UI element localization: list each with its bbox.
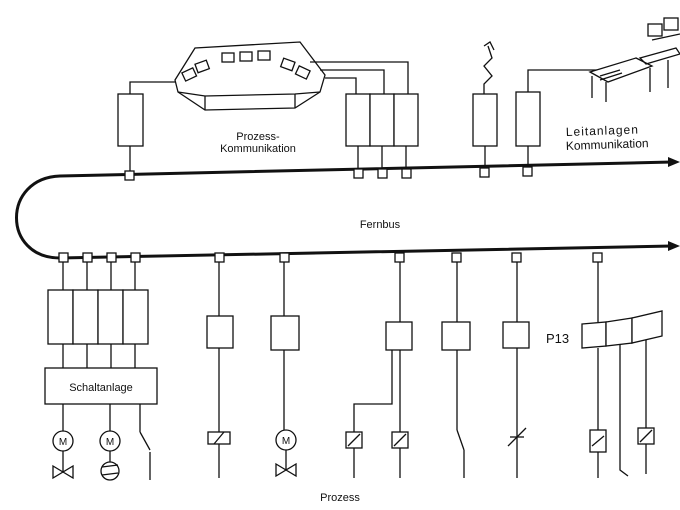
fernbus-upper-line [15, 160, 673, 260]
io-module-4 [441, 321, 471, 351]
bus-arrow-lower [668, 241, 680, 251]
valve-icon-2 [275, 462, 297, 478]
io-module-3 [385, 321, 413, 351]
curved-module-group [581, 310, 663, 349]
bus-node-bottom-3 [106, 252, 117, 263]
bus-node-bottom-10 [592, 252, 603, 263]
process-label: Prozess [320, 492, 360, 504]
motor-label-2: M [106, 437, 114, 448]
bus-node-bottom-1 [58, 252, 69, 263]
switch-icon-1 [139, 404, 151, 480]
motor-label-1: M [59, 437, 67, 448]
motor-label-3: M [282, 436, 290, 447]
p13-label: P13 [546, 331, 569, 346]
control-comm-module [515, 91, 541, 147]
control-console-icon [174, 41, 326, 111]
bus-node-bottom-2 [82, 252, 93, 263]
fernbus-label: Fernbus [360, 219, 401, 231]
control-comm-label-line1: Leitanlagen [566, 122, 640, 139]
bus-node-top-1 [124, 170, 135, 181]
bus-node-bottom-8 [451, 252, 462, 263]
process-comm-label-line1: Prozess- [236, 131, 280, 143]
radio-link-icon [483, 41, 495, 94]
bus-arrow-upper [668, 157, 680, 167]
io-module-2 [270, 315, 300, 351]
io-module-1 [206, 315, 234, 349]
bus-node-top-4 [401, 168, 412, 179]
bus-node-bottom-6 [279, 252, 290, 263]
switchgear-label: Schaltanlage [69, 382, 133, 394]
bus-node-bottom-5 [214, 252, 225, 263]
valve-icon-1 [52, 464, 74, 480]
process-comm-label-line2: Kommunikation [220, 143, 296, 155]
bus-node-top-5 [479, 167, 490, 178]
bus-node-bottom-9 [511, 252, 522, 263]
station-module-group [47, 289, 149, 345]
bus-node-top-2 [353, 168, 364, 179]
radio-module [472, 93, 498, 147]
switchgear-box [44, 367, 158, 405]
switch-icon-2 [456, 429, 465, 478]
process-comm-module-group [345, 93, 419, 147]
process-comm-module-left [117, 93, 144, 147]
bus-node-top-3 [377, 168, 388, 179]
control-comm-label-line2: Kommunikation [566, 136, 649, 153]
bus-node-top-6 [522, 166, 533, 177]
io-module-5 [502, 321, 530, 349]
bus-node-bottom-4 [130, 252, 141, 263]
pump-icon [100, 461, 120, 481]
bus-node-bottom-7 [394, 252, 405, 263]
control-room-workstation-icon [588, 17, 680, 102]
